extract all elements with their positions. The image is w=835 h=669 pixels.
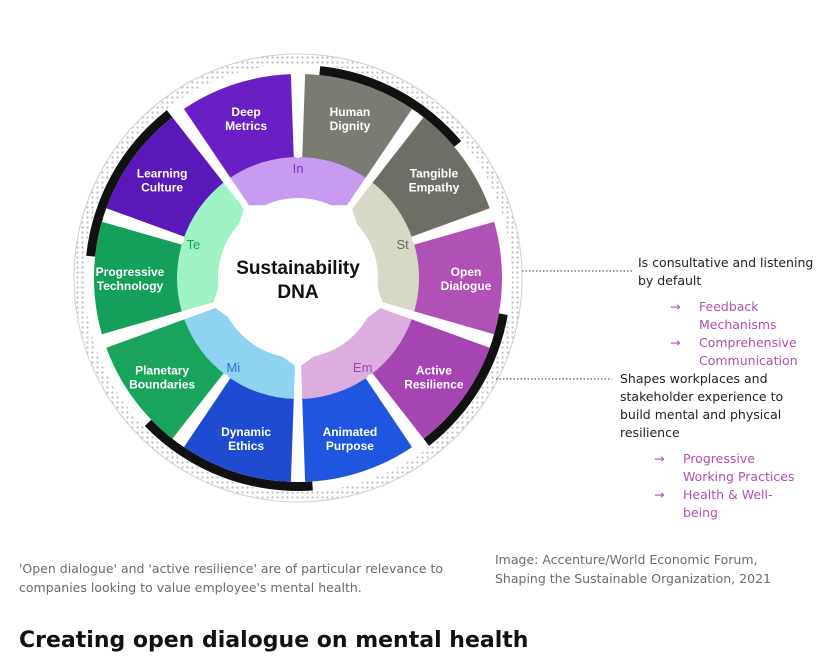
segment-label-line1: Tangible (410, 166, 459, 180)
accent-arc (423, 313, 508, 446)
annotation-leaders (496, 270, 632, 380)
core-label: Mi (226, 360, 240, 375)
segment-divider (103, 213, 185, 243)
annotation-item-label: Comprehensive Communication (699, 335, 798, 368)
accent-arcs (86, 66, 508, 491)
segment-wedge (93, 221, 183, 335)
segment-label-line2: Ethics (228, 439, 264, 453)
annotation-item: → Feedback Mechanisms (668, 298, 829, 334)
annotation-open-dialogue-text: Is consultative and listening by default (638, 255, 814, 288)
wedge-dividers (103, 74, 493, 482)
annotation-item-label: Feedback Mechanisms (699, 299, 777, 332)
segment-label-line1: Deep (231, 105, 260, 119)
segment-label-line1: Active (416, 364, 452, 378)
segment-wedges (93, 74, 502, 482)
annotation-item: → Comprehensive Communication (668, 334, 829, 370)
segment-label-line2: Boundaries (129, 378, 195, 392)
segment-wedge (371, 117, 490, 237)
core-label: Em (353, 360, 373, 375)
annotation-active-resilience: Shapes workplaces and stakeholder experi… (620, 370, 803, 522)
segment-label-line1: Open (451, 265, 482, 279)
segment-divider (411, 213, 493, 243)
segment-wedge (371, 319, 490, 439)
segment-divider (367, 374, 420, 444)
segment-divider (103, 313, 185, 343)
segment-divider (176, 112, 229, 182)
core-wedge (347, 182, 419, 312)
arrow-right-icon: → (654, 451, 665, 466)
center-title-line1: Sustainability (236, 258, 360, 279)
caption-left: 'Open dialogue' and 'active resilience' … (19, 561, 444, 595)
segment-label-line2: Resilience (404, 378, 464, 392)
core-wedge (230, 157, 366, 212)
caption-credit: Image: Accenture/World Economic Forum, S… (495, 552, 771, 586)
arrow-right-icon: → (670, 335, 681, 350)
core-label: In (293, 161, 304, 176)
annotation-item-label: Health & Well-being (683, 487, 773, 520)
segment-label-line1: Human (330, 105, 371, 119)
annotation-item: → Health & Well-being (652, 486, 793, 522)
section-heading: Creating open dialogue on mental health (19, 628, 529, 653)
annotation-open-dialogue: Is consultative and listening by default… (638, 254, 829, 370)
core-label: Te (187, 237, 201, 252)
segment-wedge (183, 74, 294, 179)
annotation-item: → Progressive Working Practices (652, 450, 803, 486)
segment-divider (411, 313, 493, 343)
segment-label-line2: Dialogue (441, 279, 492, 293)
segment-label-line1: Dynamic (221, 425, 271, 439)
segment-label-line1: Learning (137, 166, 188, 180)
segment-label-line1: Progressive (96, 265, 165, 279)
segment-wedge (106, 319, 225, 439)
core-wedge (300, 305, 412, 399)
segment-divider (176, 374, 229, 444)
segment-wedge (106, 117, 225, 237)
segment-wedge (302, 377, 413, 482)
segment-wedge (302, 74, 413, 179)
segment-label-line2: Dignity (330, 119, 371, 133)
segment-label-line2: Metrics (225, 119, 267, 133)
core-label: St (396, 237, 409, 252)
center-pentagon (212, 205, 384, 368)
segment-label-line2: Purpose (326, 439, 374, 453)
segment-label-line2: Empathy (409, 180, 460, 194)
segment-wedge (183, 377, 294, 482)
annotation-item-label: Progressive Working Practices (683, 451, 795, 484)
annotation-active-resilience-text: Shapes workplaces and stakeholder experi… (620, 371, 784, 440)
core-pentagon-wedges (176, 157, 419, 399)
center-title-line2: DNA (277, 282, 318, 303)
accent-arc (86, 110, 173, 257)
core-wedge (176, 182, 249, 312)
arrow-right-icon: → (654, 487, 665, 502)
arrow-right-icon: → (670, 299, 681, 314)
segment-label-line1: Planetary (135, 364, 189, 378)
segment-label-line2: Culture (141, 180, 183, 194)
core-wedge (184, 305, 296, 399)
segment-divider (367, 112, 420, 182)
accent-arc (319, 66, 462, 147)
segment-label-line2: Technology (97, 279, 164, 293)
accent-arc (144, 419, 313, 491)
segment-label-line1: Animated (323, 425, 378, 439)
segment-wedge (413, 221, 502, 335)
